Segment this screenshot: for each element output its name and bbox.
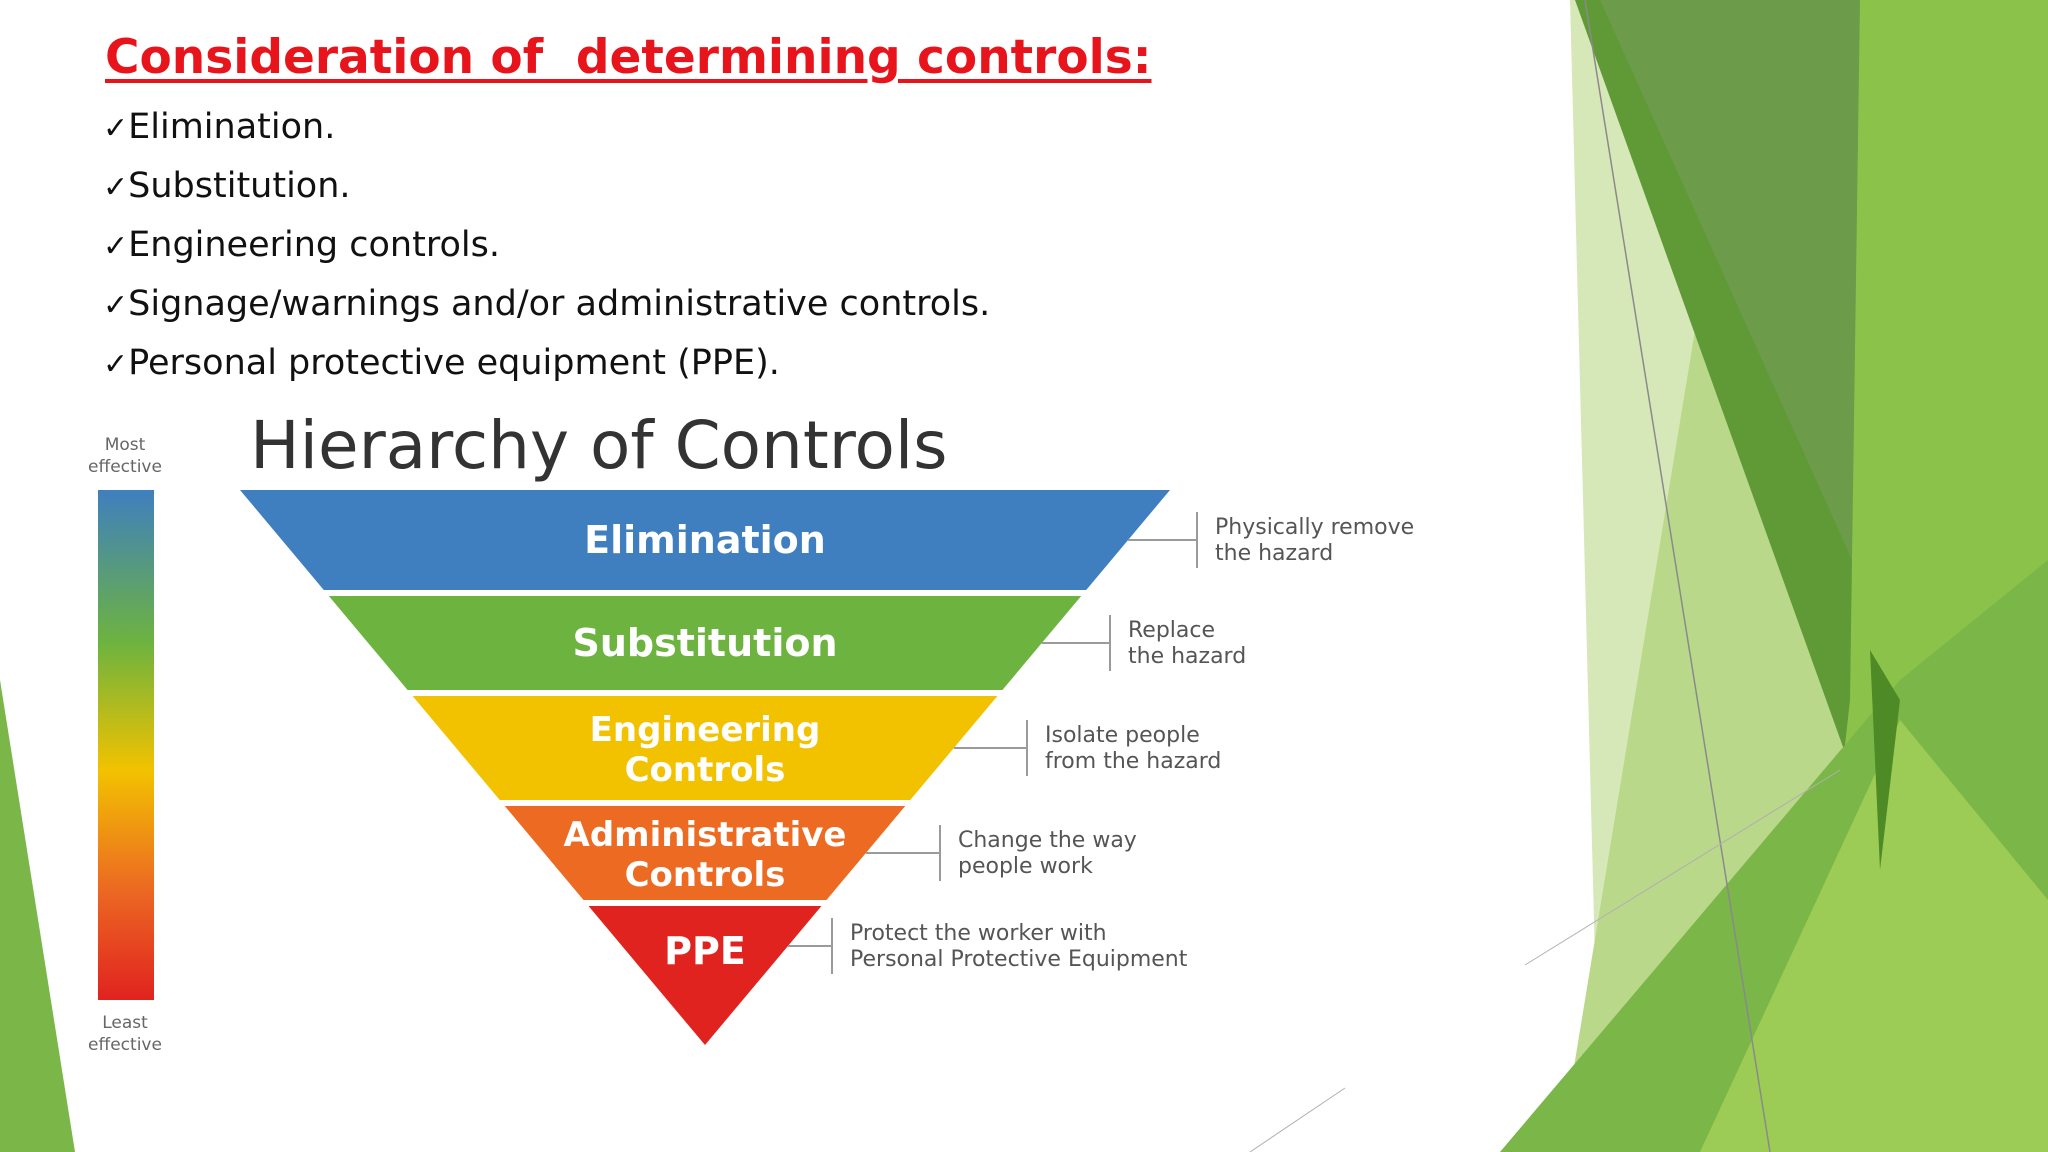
level-description: people work: [958, 854, 1093, 879]
left-green-wedge: [0, 680, 75, 1152]
level-description: Isolate people: [1045, 723, 1200, 748]
bullet-text: Elimination.: [128, 107, 336, 147]
slide-title: Consideration of determining controls:: [105, 30, 1152, 85]
level-description: the hazard: [1128, 644, 1246, 669]
pyramid-level-band: [240, 490, 1170, 590]
checkmark-icon: ✓: [103, 288, 129, 323]
bullet-item: ✓Engineering controls.: [103, 216, 990, 275]
scale-bottom-line2: effective: [88, 1035, 162, 1055]
bullet-item: ✓Substitution.: [103, 157, 990, 216]
pyramid-level-label: Controls: [625, 750, 786, 790]
deco-line-2: [1524, 769, 1841, 966]
bullet-text: Engineering controls.: [128, 225, 500, 265]
effectiveness-scale-bar: [98, 490, 154, 1000]
deco-line-1: [1584, 0, 1771, 1152]
bullet-item: ✓Elimination.: [103, 98, 990, 157]
right-green-facet-lower: [1700, 720, 2048, 1152]
pyramid-level-band: [504, 806, 906, 900]
pyramid-level-label: PPE: [664, 929, 746, 973]
bullet-text: Personal protective equipment (PPE).: [128, 343, 780, 383]
pyramid-level-label: Elimination: [584, 518, 826, 562]
bullet-text: Substitution.: [128, 166, 351, 206]
level-description: Protect the worker with: [850, 921, 1107, 946]
scale-bottom-line1: Least: [102, 1013, 148, 1033]
deco-line-3: [1249, 1087, 1346, 1152]
checkmark-icon: ✓: [103, 111, 129, 146]
level-description: Physically remove: [1215, 515, 1414, 540]
pyramid-level-label: Substitution: [573, 621, 838, 665]
level-description: Replace: [1128, 618, 1215, 643]
pyramid-level-band: [328, 596, 1082, 690]
hierarchy-of-controls-figure: Hierarchy of Controls Most effective Lea…: [88, 407, 1414, 1055]
checkmark-icon: ✓: [103, 170, 129, 205]
pyramid-level-band: [588, 906, 822, 1045]
bullet-list: ✓Elimination. ✓Substitution. ✓Engineerin…: [103, 98, 990, 393]
figure-title: Hierarchy of Controls: [250, 407, 948, 484]
bullet-item: ✓Personal protective equipment (PPE).: [103, 334, 990, 393]
level-description: from the hazard: [1045, 749, 1221, 774]
bullet-text: Signage/warnings and/or administrative c…: [128, 284, 991, 324]
right-green-facet-shadow: [1870, 650, 1900, 870]
level-description: the hazard: [1215, 541, 1333, 566]
bullet-item: ✓Signage/warnings and/or administrative …: [103, 275, 990, 334]
checkmark-icon: ✓: [103, 347, 129, 382]
right-green-facet-olive: [1600, 0, 1870, 600]
level-description: Change the way: [958, 828, 1137, 853]
level-description: Personal Protective Equipment: [850, 947, 1188, 972]
pyramid-level-label: Administrative: [564, 815, 847, 855]
checkmark-icon: ✓: [103, 229, 129, 264]
pyramid-level-label: Engineering: [590, 710, 821, 750]
scale-top-line2: effective: [88, 457, 162, 477]
pyramid-level-label: Controls: [625, 855, 786, 895]
scale-top-line1: Most: [105, 435, 146, 455]
pyramid-level-band: [412, 696, 998, 800]
